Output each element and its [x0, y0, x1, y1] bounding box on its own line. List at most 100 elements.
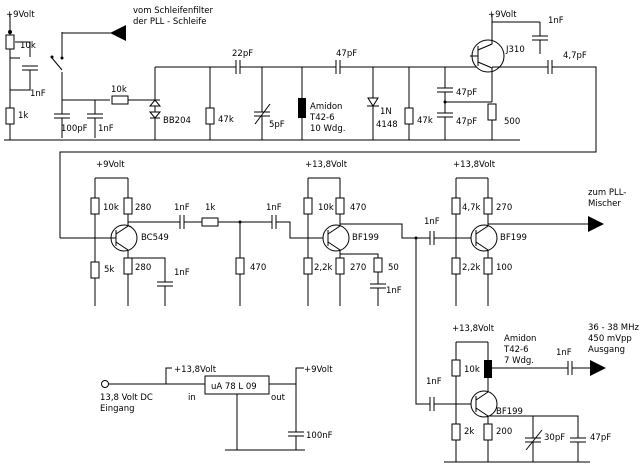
label-v9-top-right: +9Volt [488, 10, 517, 20]
label-c1nf-bc3: 1nF [174, 268, 190, 278]
label-r270-a: 270 [350, 263, 366, 273]
resistor-10k-bf1 [303, 197, 313, 215]
label-c1nf-bf3: 1nF [426, 377, 442, 387]
label-out-3: Ausgang [588, 345, 625, 355]
label-c5pf: 5pF [269, 120, 285, 130]
label-v138-bf3: +13,8Volt [452, 324, 495, 334]
label-r470-a: 470 [250, 263, 266, 273]
label-r10k-b: 10k [111, 85, 127, 95]
label-c1nf-top: 1nF [548, 16, 564, 26]
label-c1nf-a: 1nF [30, 89, 46, 99]
buffer-section: +9Volt 10k 280 BC549 5k 280 1nF 1nF [60, 160, 626, 405]
label-c100nf: 100nF [306, 431, 333, 441]
label-dc-in-2: Eingang [100, 404, 135, 414]
label-dc-in-1: 13,8 Volt DC [100, 393, 153, 403]
label-out-1: 36 - 38 MHz [588, 323, 640, 333]
resistor-10k-bf3 [451, 359, 461, 377]
label-ind-1: Amidon [310, 102, 342, 112]
label-ind2-2: T42-6 [503, 345, 528, 355]
label-diode-1n-2: 4148 [376, 120, 398, 130]
resistor-50 [373, 257, 383, 273]
label-r2k: 2k [464, 427, 474, 437]
label-r50: 50 [388, 263, 399, 273]
label-c1nf-bf2: 1nF [424, 217, 440, 227]
label-r10k-bf3: 10k [464, 365, 480, 375]
resistor-47k-a [205, 107, 215, 125]
label-r200: 200 [496, 427, 512, 437]
label-c100pf: 100pF [61, 124, 88, 134]
label-j310: J310 [505, 45, 525, 55]
label-r1k-bc: 1k [205, 203, 215, 213]
label-r2-2k-b: 2,2k [462, 263, 481, 273]
resistor-500 [487, 103, 497, 121]
inductor-amidon-10 [298, 98, 306, 118]
label-r280-b: 280 [135, 263, 151, 273]
resistor-270-b [483, 197, 493, 215]
label-ind-3: 10 Wdg. [310, 124, 345, 134]
resistor-270-a [335, 257, 345, 275]
label-r500: 500 [504, 117, 520, 127]
label-r47k-a: 47k [218, 115, 234, 125]
resistor-470-bf1 [335, 197, 345, 215]
resistor-4-7k [451, 197, 461, 215]
label-bf199-3: BF199 [496, 407, 523, 417]
resistor-1k-bc [201, 217, 219, 227]
resistor-1k-a [5, 107, 15, 125]
label-reg-name: uA 78 L 09 [211, 382, 257, 392]
label-r10k-pot: 10k [20, 41, 36, 51]
output-section: 1nF +13,8Volt 10k Amidon T42-6 7 Wdg. BF… [100, 323, 640, 463]
resistor-200 [483, 423, 493, 441]
label-c47pf-a: 47pF [336, 49, 357, 59]
label-ind2-3: 7 Wdg. [504, 356, 534, 366]
label-diode-bb204: BB204 [163, 116, 191, 126]
label-r280-a: 280 [135, 203, 151, 213]
resistor-47k-b [404, 107, 414, 125]
label-bc549: BC549 [141, 233, 169, 243]
label-diode-1n-1: 1N [380, 107, 392, 117]
label-c47pf-b: 47pF [456, 88, 477, 98]
label-ind2-1: Amidon [504, 334, 536, 344]
resistor-10k-bc [90, 197, 100, 215]
label-out-2: 450 mVpp [588, 334, 632, 344]
label-c1nf-bc2: 1nF [266, 203, 282, 213]
label-v138-bf2: +13,8Volt [453, 160, 496, 170]
label-c1nf-bc1: 1nF [174, 203, 190, 213]
label-r1k-a: 1k [18, 111, 28, 121]
label-vco-in-2: der PLL - Schleife [133, 17, 207, 27]
label-c1nf-b: 1nF [98, 124, 114, 134]
label-reg-out: out [271, 393, 286, 403]
arrow-output [590, 360, 606, 376]
vco-section: +9Volt 10k 1nF 1k vom Schleifenfilter de… [4, 6, 597, 238]
resistor-10k-pot [5, 34, 15, 50]
label-v138-reg: +13,8Volt [174, 365, 217, 375]
label-ind-2: T42-6 [309, 113, 334, 123]
label-r47k-b: 47k [417, 116, 433, 126]
label-bf199-2: BF199 [500, 233, 527, 243]
label-c30pf: 30pF [544, 433, 565, 443]
label-c47pf-c: 47pF [456, 117, 477, 127]
resistor-2-2k-a [303, 257, 313, 275]
label-r470-bf1: 470 [350, 203, 366, 213]
label-r100: 100 [496, 263, 512, 273]
label-c47pf-d: 47pF [590, 433, 611, 443]
label-r2-2k-a: 2,2k [314, 263, 333, 273]
resistor-10k-b [111, 95, 129, 105]
resistor-470-a [235, 257, 245, 275]
label-v138-bf1: +13,8Volt [305, 160, 348, 170]
label-v9-bc: +9Volt [96, 160, 125, 170]
resistor-280-b [123, 257, 133, 275]
label-out-pll-2: Mischer [588, 199, 621, 209]
label-out-pll-1: zum PLL- [588, 188, 626, 198]
label-v9-top-left: +9Volt [6, 10, 35, 20]
label-r5k: 5k [104, 265, 114, 275]
arrow-to-pll-mixer [588, 216, 604, 232]
label-r4-7k: 4,7k [462, 203, 481, 213]
label-reg-in: in [188, 393, 196, 403]
resistor-280-a [123, 197, 133, 215]
dc-input-terminal [101, 380, 109, 388]
label-r10k-bf1: 10k [318, 203, 334, 213]
label-vco-in-1: vom Schleifenfilter [133, 6, 214, 16]
resistor-2-2k-b [451, 257, 461, 275]
resistor-100 [483, 257, 493, 275]
